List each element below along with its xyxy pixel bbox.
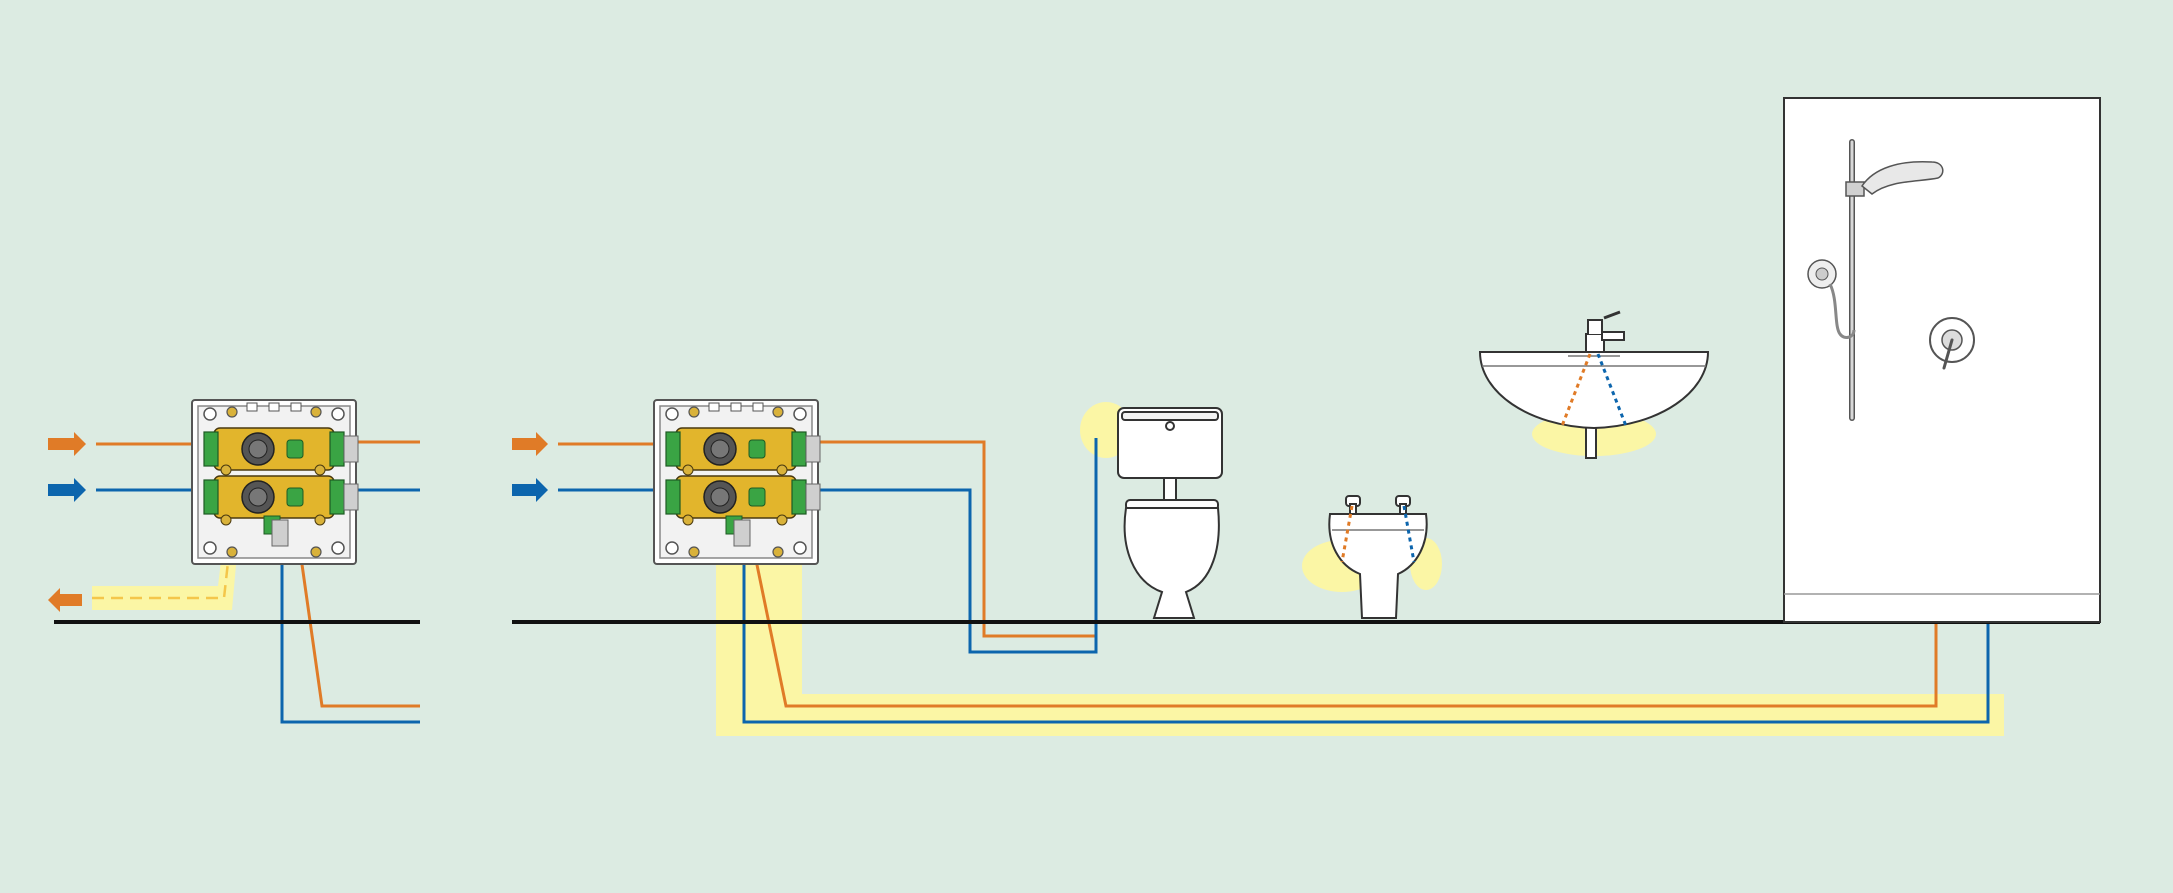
manifold-box-icon [653,399,821,565]
cold-chain-pipe [818,438,1098,654]
manifold-box-icon [191,399,359,565]
hot-chain-pipe [818,438,1098,638]
hot-down-pipe-left [294,521,420,708]
system-left [48,399,420,724]
washbasin-icon [1478,310,1710,459]
bidet-icon [1328,495,1428,619]
hot-inlet-arrow-left [48,432,86,456]
toilet-icon [1117,407,1223,619]
system-main [512,97,2101,736]
cold-inlet-arrow-left [48,478,86,502]
return-arrow-left [48,588,82,612]
hot-inlet-arrow-main [512,432,548,456]
cold-inlet-arrow-main [512,478,548,502]
cold-down-pipe-left [280,560,420,724]
shower-icon [1783,97,2101,623]
return-highlight-left [92,520,240,610]
